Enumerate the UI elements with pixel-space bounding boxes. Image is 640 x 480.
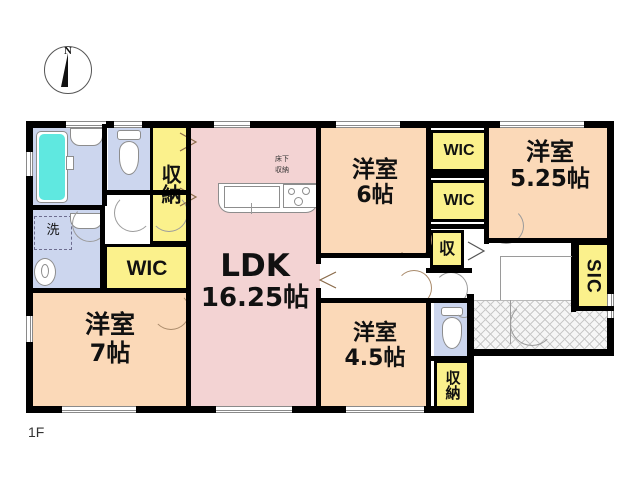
wall-toilet-south [104, 190, 190, 195]
door-swing-bedroom-45 [396, 270, 432, 306]
washer-label: 洗 [46, 223, 60, 238]
room-label-ldk: LDK 16.25帖 [190, 250, 320, 312]
room-label-ldk-size: 16.25帖 [200, 282, 310, 313]
compass-needle-icon [61, 53, 75, 87]
room-label-bedroom-7-name: 洋室 [84, 310, 135, 339]
wall-ldk-west [186, 124, 191, 410]
door-swing-bedroom-525 [488, 208, 524, 244]
room-label-bedroom-7-size: 7帖 [89, 339, 131, 368]
window-north-bath [66, 121, 106, 128]
wall-toilet-south-bottom [430, 356, 474, 361]
closet-wic-left-label: WIC [126, 256, 168, 280]
washer-space [34, 216, 72, 250]
bathtub-icon [39, 134, 65, 200]
floor-level-label: 1F [28, 424, 45, 440]
wall-bedroom-45-east [426, 298, 431, 410]
closet-storage-small-label: 収 [438, 239, 455, 258]
room-label-bedroom-45-name: 洋室 [352, 321, 397, 346]
wall-closet-south-bottom [430, 406, 474, 413]
window-west-bedroom-7 [26, 316, 33, 342]
wall-ldk-east-south [316, 288, 321, 410]
window-west-bath [26, 152, 33, 176]
room-fill-bedroom-45 [320, 302, 430, 410]
bath-faucet-icon [66, 156, 74, 170]
room-fill-ldk [190, 124, 320, 410]
door-swing-entry [510, 302, 554, 346]
window-south-bedroom-7 [62, 406, 136, 413]
closet-storage-south[interactable]: 収納 [434, 360, 470, 410]
room-label-bedroom-525-name: 洋室 [526, 138, 574, 166]
wall-ldk-east-north [316, 124, 321, 264]
sink-drain-icon [41, 264, 49, 278]
compass-north-label: N [64, 45, 72, 57]
room-label-bedroom-6-size: 6帖 [356, 183, 394, 209]
window-south-ldk [216, 406, 292, 413]
under-floor-storage-label-2: 収納 [275, 166, 289, 174]
door-leaf-entry [510, 300, 511, 344]
wall-wic-east [484, 124, 489, 244]
room-label-bedroom-6: 洋室 6帖 [322, 158, 428, 207]
wall-bedroom-525-south [484, 238, 614, 243]
closet-storage-south-label: 収納 [443, 370, 462, 400]
bath-shelf-icon [70, 128, 103, 146]
kitchen-faucet-icon [251, 203, 252, 214]
window-north-toilet [114, 121, 142, 128]
room-label-bedroom-525-size: 5.25帖 [510, 166, 590, 193]
sliding-door-arrow-ldk-south [318, 271, 337, 289]
room-label-bedroom-525: 洋室 5.25帖 [490, 138, 610, 193]
wall-sic-south [571, 306, 614, 311]
room-label-ldk-name: LDK [220, 248, 290, 284]
closet-sic[interactable]: SIC [576, 242, 610, 310]
closet-sic-label: SIC [582, 258, 604, 294]
toilet-icon [442, 317, 462, 349]
toilet-icon [119, 141, 139, 175]
wall-closet-small-bottom [426, 268, 472, 273]
wall-closet-small-top [426, 224, 488, 229]
room-label-bedroom-45: 洋室 4.5帖 [322, 322, 428, 370]
wall-bedroom-6-east [426, 124, 431, 258]
wall-sic-west [571, 238, 576, 312]
closet-wic-lower-label: WIC [443, 192, 475, 209]
room-label-bedroom-7: 洋室 7帖 [40, 310, 180, 368]
wall-bath-washroom [29, 205, 105, 210]
stove-burner-1-icon [288, 188, 295, 195]
wall-toilet-south-east [469, 298, 474, 360]
compass-north-icon: N [44, 45, 92, 94]
closet-wic-lower[interactable]: WIC [430, 180, 488, 222]
wall-exterior-west [26, 121, 33, 413]
stove-burner-2-icon [302, 187, 310, 195]
wall-wic-divider [430, 172, 488, 178]
door-swing-bathroom [72, 206, 108, 242]
wall-bath-toilet [102, 124, 107, 206]
closet-wic-upper[interactable]: WIC [430, 130, 488, 172]
window-north-bedroom-525 [500, 121, 584, 128]
closet-storage-small[interactable]: 収 [430, 230, 464, 268]
closet-wic-left[interactable]: WIC [104, 244, 190, 292]
window-north-bedroom-6 [336, 121, 400, 128]
window-north-ldk [214, 121, 250, 128]
corridor-step-line [500, 256, 572, 257]
room-label-bedroom-45-size: 4.5帖 [344, 346, 406, 372]
toilet-tank-north-icon [117, 130, 141, 140]
corridor-step-line-vertical [500, 256, 501, 300]
wall-bedroom-6-south [320, 253, 430, 258]
wall-corridor-south [320, 298, 474, 303]
room-label-bedroom-6-name: 洋室 [352, 157, 398, 183]
sliding-door-arrow-top [179, 132, 198, 152]
stove-burner-3-icon [294, 197, 303, 206]
closet-wic-upper-label: WIC [443, 142, 475, 159]
wall-washroom-wic [100, 205, 105, 292]
wall-closet-south-east [469, 356, 474, 413]
kitchen-sink-icon [224, 186, 280, 208]
wall-bedroom-7-north [29, 288, 190, 293]
window-south-bedroom-45 [346, 406, 424, 413]
under-floor-storage-label-1: 床下 [275, 155, 289, 163]
door-swing-washroom [114, 194, 152, 232]
wall-exterior-south-east [467, 349, 614, 356]
sliding-door-arrow-closet [467, 241, 486, 261]
